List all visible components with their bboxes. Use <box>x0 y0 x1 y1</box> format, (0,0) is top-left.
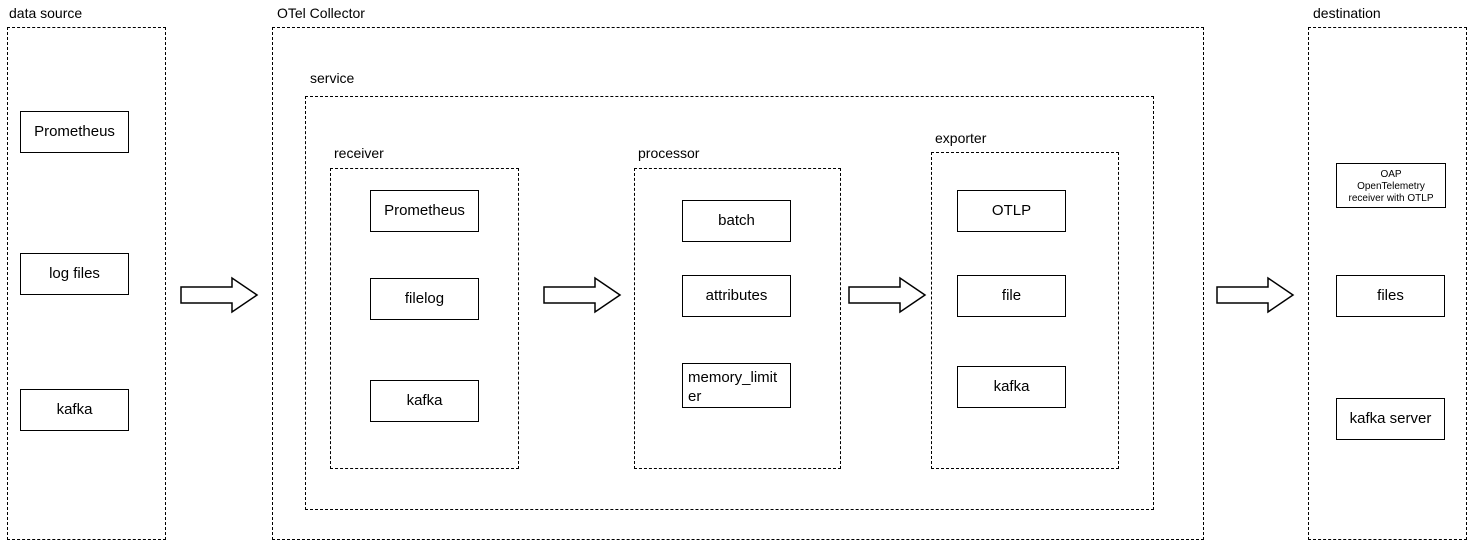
group-receiver <box>330 168 519 469</box>
node-receiver-kafka[interactable]: kafka <box>370 380 479 422</box>
node-destination-oap[interactable]: OAP OpenTelemetry receiver with OTLP <box>1336 163 1446 208</box>
group-label-processor: processor <box>636 145 702 161</box>
group-label-otel-collector: OTel Collector <box>275 5 367 21</box>
node-destination-oap-line1: OAP <box>1380 169 1402 180</box>
group-label-service: service <box>308 70 357 86</box>
arrow-processor-to-exporter <box>848 276 927 314</box>
node-destination-files[interactable]: files <box>1336 275 1445 317</box>
arrow-receiver-to-processor <box>543 276 622 314</box>
group-label-receiver: receiver <box>332 145 386 161</box>
node-processor-attributes[interactable]: attributes <box>682 275 791 317</box>
node-processor-batch[interactable]: batch <box>682 200 791 242</box>
group-label-destination: destination <box>1311 5 1383 21</box>
node-receiver-prometheus[interactable]: Prometheus <box>370 190 479 232</box>
node-processor-memory-limiter[interactable]: memory_limiter <box>682 363 791 408</box>
node-destination-oap-line3: receiver with OTLP <box>1348 193 1434 204</box>
node-exporter-otlp[interactable]: OTLP <box>957 190 1066 232</box>
group-service <box>305 96 1154 510</box>
arrow-collector-to-destination <box>1216 276 1295 314</box>
node-receiver-filelog[interactable]: filelog <box>370 278 479 320</box>
node-destination-kafka-server[interactable]: kafka server <box>1336 398 1445 440</box>
group-label-data-source: data source <box>7 5 85 21</box>
node-exporter-file[interactable]: file <box>957 275 1066 317</box>
group-exporter <box>931 152 1119 469</box>
node-exporter-kafka[interactable]: kafka <box>957 366 1066 408</box>
arrow-source-to-collector <box>180 276 259 314</box>
node-data-source-log-files[interactable]: log files <box>20 253 129 295</box>
node-destination-oap-line2: OpenTelemetry <box>1357 181 1425 192</box>
group-processor <box>634 168 841 469</box>
group-label-exporter: exporter <box>933 130 989 146</box>
node-data-source-prometheus[interactable]: Prometheus <box>20 111 129 153</box>
node-data-source-kafka[interactable]: kafka <box>20 389 129 431</box>
